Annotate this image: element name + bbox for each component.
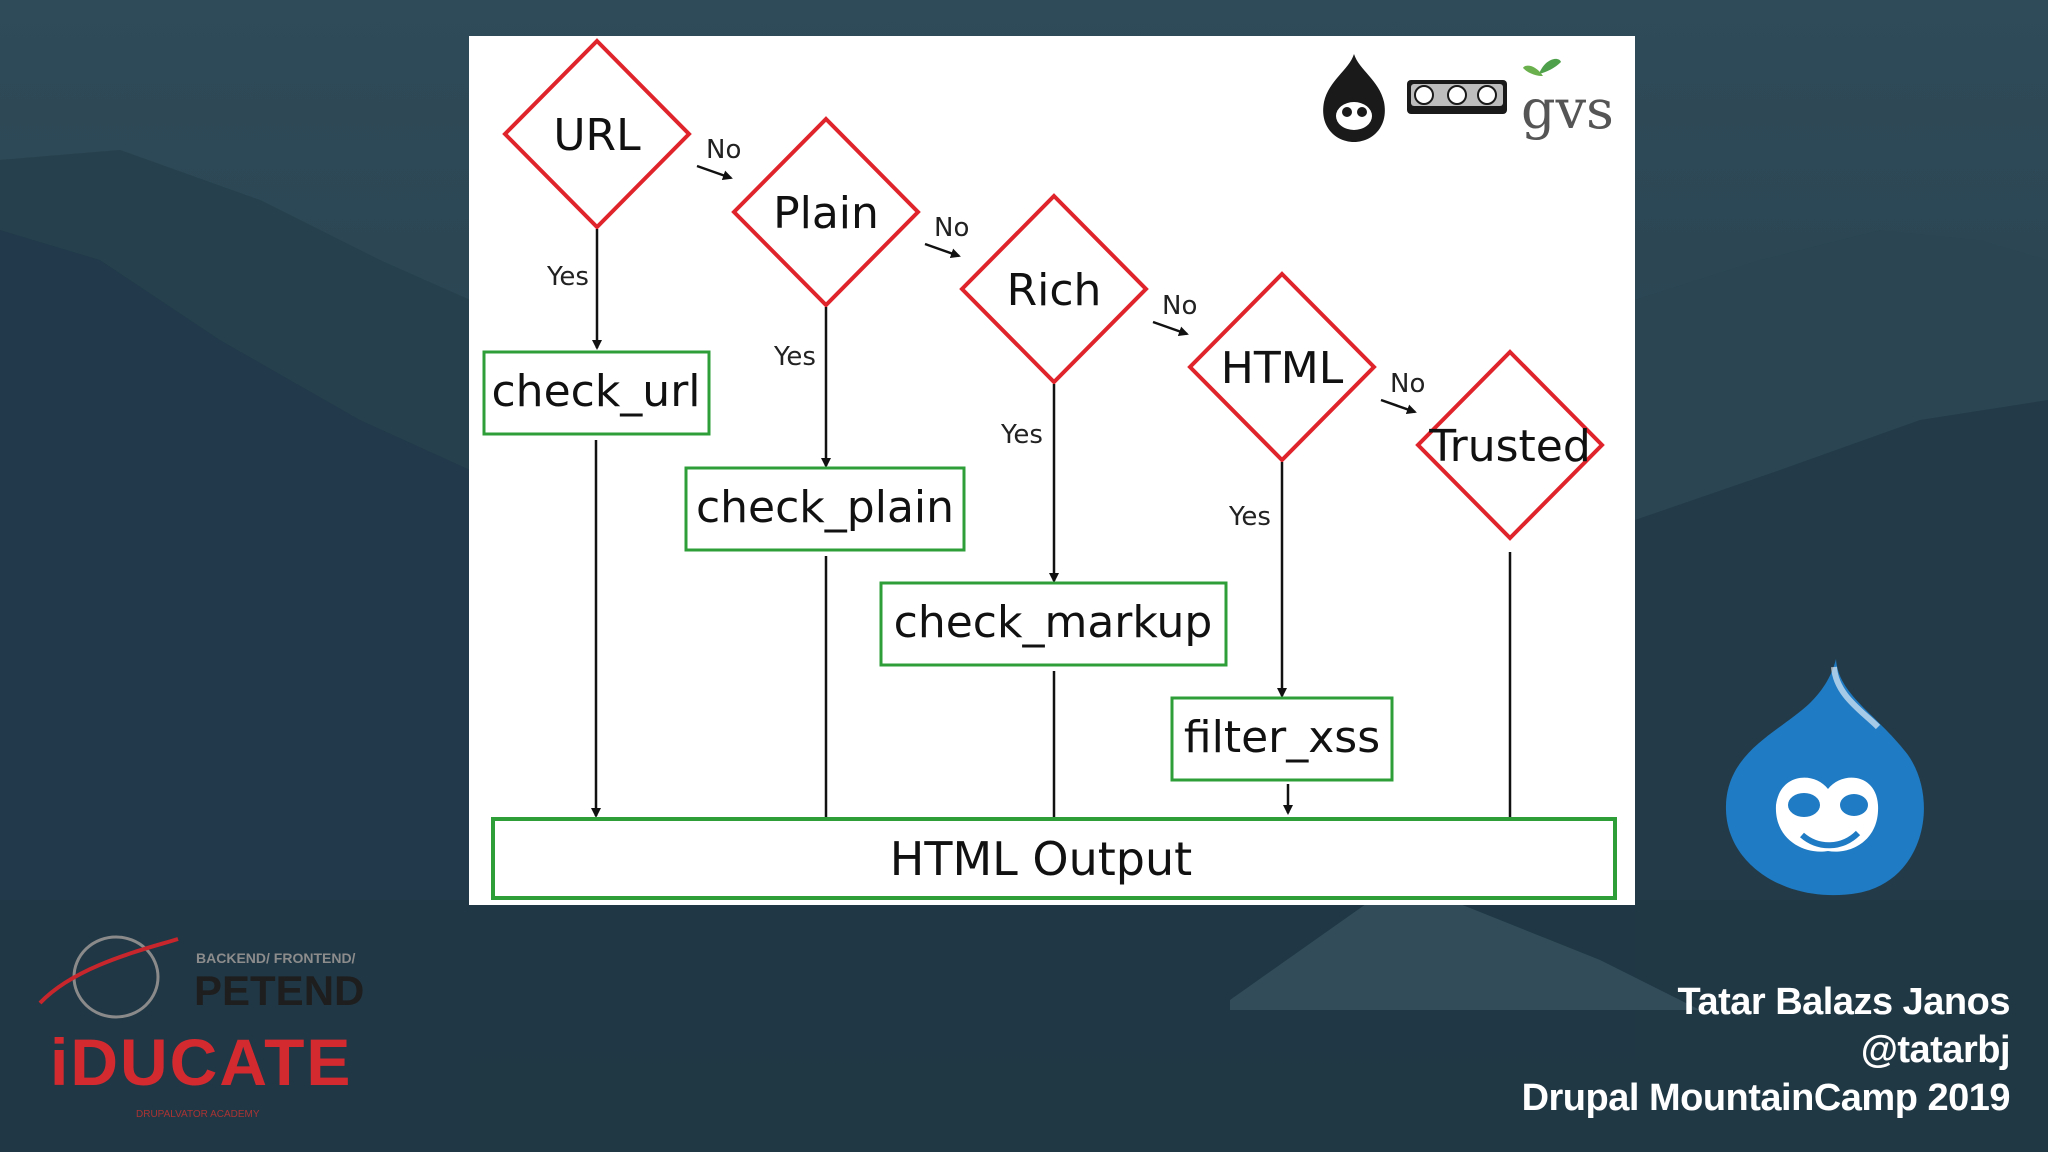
filter-check-markup-label: check_markup — [894, 597, 1213, 648]
decision-trusted-label: Trusted — [1428, 421, 1591, 472]
yes-label-1: Yes — [546, 262, 589, 292]
no-label-4: No — [1390, 369, 1425, 399]
decision-html-label: HTML — [1221, 343, 1344, 394]
gvs-logo: gvs — [1521, 58, 1614, 141]
no-arrows: No No No No — [696, 135, 1425, 415]
speaker-name: Tatar Balazs Janos — [1677, 981, 2011, 1023]
decision-trusted: Trusted — [1415, 349, 1605, 541]
event-logo-line2: PETEND — [194, 967, 364, 1014]
decision-rich-label: Rich — [1007, 265, 1102, 316]
html-output-box: HTML Output — [491, 817, 1617, 900]
petend-iducate-logo: BACKEND/ FRONTEND/ PETEND iDUCATE DRUPAL… — [38, 935, 364, 1120]
filter-xss: filter_xss — [1170, 696, 1394, 782]
cc-license-icon — [1407, 80, 1507, 114]
event-logo-line1: BACKEND/ FRONTEND/ — [196, 950, 356, 966]
decision-html: HTML — [1187, 271, 1377, 463]
event-logo-line4: DRUPALVATOR ACADEMY — [136, 1109, 260, 1120]
decision-plain: Plain — [731, 116, 921, 308]
html-output-label: HTML Output — [890, 832, 1192, 886]
diagram-panel: URL Plain Rich HTML Trusted No No No No — [469, 36, 1635, 905]
no-label-2: No — [934, 213, 969, 243]
speaker-credits: Tatar Balazs Janos @tatarbj Drupal Mount… — [1521, 978, 2011, 1122]
filter-check-markup: check_markup — [879, 581, 1228, 667]
yes-arrows: Yes Yes Yes Yes — [546, 229, 1287, 698]
decision-rich: Rich — [959, 193, 1149, 385]
yes-label-3: Yes — [1000, 420, 1043, 450]
output-arrows — [591, 440, 1515, 833]
filter-flow-diagram: URL Plain Rich HTML Trusted No No No No — [482, 38, 1617, 900]
speaker-handle: @tatarbj — [1860, 1029, 2011, 1071]
no-label-3: No — [1162, 291, 1197, 321]
yes-label-4: Yes — [1228, 502, 1271, 532]
yes-label-2: Yes — [773, 342, 816, 372]
decision-url: URL — [502, 38, 692, 230]
drupal-small-icon — [1323, 54, 1385, 142]
filter-check-plain: check_plain — [684, 466, 966, 552]
filter-xss-label: filter_xss — [1184, 712, 1380, 763]
gvs-text: gvs — [1521, 78, 1614, 141]
no-label-1: No — [706, 135, 741, 165]
event-name: Drupal MountainCamp 2019 — [1521, 1077, 2011, 1119]
filter-check-url-label: check_url — [491, 366, 700, 417]
filter-check-url: check_url — [482, 350, 711, 436]
filter-check-plain-label: check_plain — [696, 482, 954, 533]
decision-plain-label: Plain — [773, 188, 879, 239]
decision-url-label: URL — [553, 110, 641, 161]
drupal-logo-icon — [1725, 659, 1924, 896]
event-logo-line3: iDUCATE — [50, 1025, 352, 1099]
